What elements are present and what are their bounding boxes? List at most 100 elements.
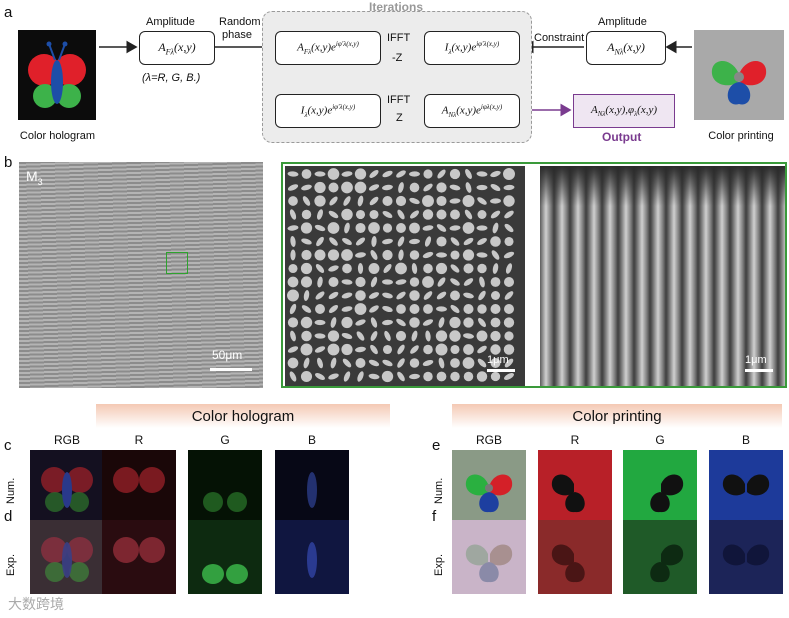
nanopillar (476, 171, 488, 177)
nanopillar (341, 208, 353, 221)
nanopillar (422, 225, 434, 231)
nanopillar (505, 263, 513, 274)
nanopillar (354, 168, 367, 180)
nanopillar (316, 357, 324, 369)
nanopillar (477, 317, 487, 328)
nanopillar (369, 196, 379, 206)
nanopillar (438, 317, 445, 328)
nanopillar (436, 195, 447, 207)
nanopillar (382, 195, 393, 207)
nanopillar (449, 330, 461, 342)
nanopillar (300, 316, 313, 329)
holo-exp-rgb (30, 520, 104, 594)
nanopillar (397, 236, 405, 247)
nanopillar (463, 303, 474, 315)
nanopillar (302, 196, 311, 206)
output-label: Output (602, 130, 642, 144)
nanopillar (422, 195, 434, 207)
nanopillar (450, 209, 460, 220)
nanopillar (504, 236, 514, 247)
nanopillar (490, 170, 501, 178)
nanopillar (382, 292, 393, 299)
nanopillar (330, 317, 337, 328)
scalebar-50um-label: 50μm (212, 348, 243, 362)
nanopillar (450, 358, 460, 368)
nanopillar (490, 317, 501, 328)
nanopillar (290, 330, 296, 342)
scalebar-1um-label-tilted: 1μm (745, 354, 767, 366)
nanopillar (409, 290, 420, 301)
print-col-r: R (570, 433, 580, 447)
output-box: ANλ(x,y),φλ(x,y) (573, 94, 675, 128)
ifft-minus-z-label-2: -Z (392, 52, 403, 64)
nanopillar (409, 171, 420, 177)
nanopillar (357, 195, 364, 207)
nanopillar (478, 290, 486, 301)
holo-col-g: G (220, 433, 230, 447)
m3-label: M3 (26, 168, 43, 187)
nanopillar (397, 209, 405, 220)
nanopillar (436, 224, 447, 232)
holo-exp-g (188, 520, 262, 594)
nanopillar (409, 373, 420, 380)
nanopillar (328, 276, 339, 288)
nanopillar (438, 357, 445, 369)
heart-printing-image (694, 30, 784, 120)
nanopillar (301, 169, 312, 179)
nanopillar (382, 249, 393, 261)
nanopillar (287, 357, 299, 369)
nanopillar (341, 292, 353, 299)
ifft-z-label-1: IFFT (387, 94, 411, 106)
nanopillar (370, 276, 378, 288)
nanopillar (357, 263, 364, 274)
nanopillar (314, 195, 326, 207)
nanopillar (327, 168, 340, 180)
nanopillar (314, 224, 326, 232)
nanopillar (369, 170, 379, 178)
color-printing-caption: Color printing (708, 130, 774, 142)
nanopillar (490, 210, 501, 219)
nanopillar (289, 371, 297, 382)
nanopillar (409, 358, 420, 368)
sem-top-view-image: 1μm (285, 166, 525, 386)
nanopillar (384, 330, 391, 342)
nanopillar (382, 170, 393, 178)
nanopillar (287, 289, 299, 302)
scalebar-50um (210, 368, 252, 371)
nanopillar (492, 222, 499, 234)
nanopillar (422, 251, 434, 259)
nanopillar (463, 237, 474, 246)
nanopillar (368, 292, 380, 299)
scalebar-1um-label-top: 1μm (487, 354, 509, 366)
nanopillar (450, 237, 460, 246)
nanopillar (316, 236, 324, 247)
nanopillar (463, 371, 474, 382)
nanopillar (301, 305, 312, 313)
print-num-b (709, 450, 783, 524)
amplitude-label-right: Amplitude (598, 16, 647, 28)
nanopillar (357, 371, 364, 382)
nanopillar (409, 277, 420, 287)
nanopillar (341, 316, 353, 329)
nanopillar (287, 171, 299, 177)
nanopillar (396, 170, 406, 178)
nanopillar (368, 222, 380, 234)
nanopillar (355, 276, 366, 288)
nanopillar (370, 250, 378, 260)
sem-tilted-view-image: 1μm (540, 166, 785, 386)
nanopillar (341, 249, 353, 261)
nanopillar (411, 263, 418, 274)
nanopillar (436, 291, 447, 300)
nanopillar (315, 291, 325, 300)
print-exp-b (709, 520, 783, 594)
holo-col-rgb: RGB (53, 433, 80, 447)
nanopillar (328, 265, 339, 272)
nanopillar (409, 250, 420, 260)
nanopillar (435, 330, 448, 342)
nanopillar (316, 209, 324, 220)
nanopillar (503, 184, 515, 191)
nanopillar (287, 184, 299, 191)
nanopillar (477, 358, 487, 368)
print-row-exp: Exp. (433, 553, 445, 576)
nanopillar (395, 330, 407, 342)
